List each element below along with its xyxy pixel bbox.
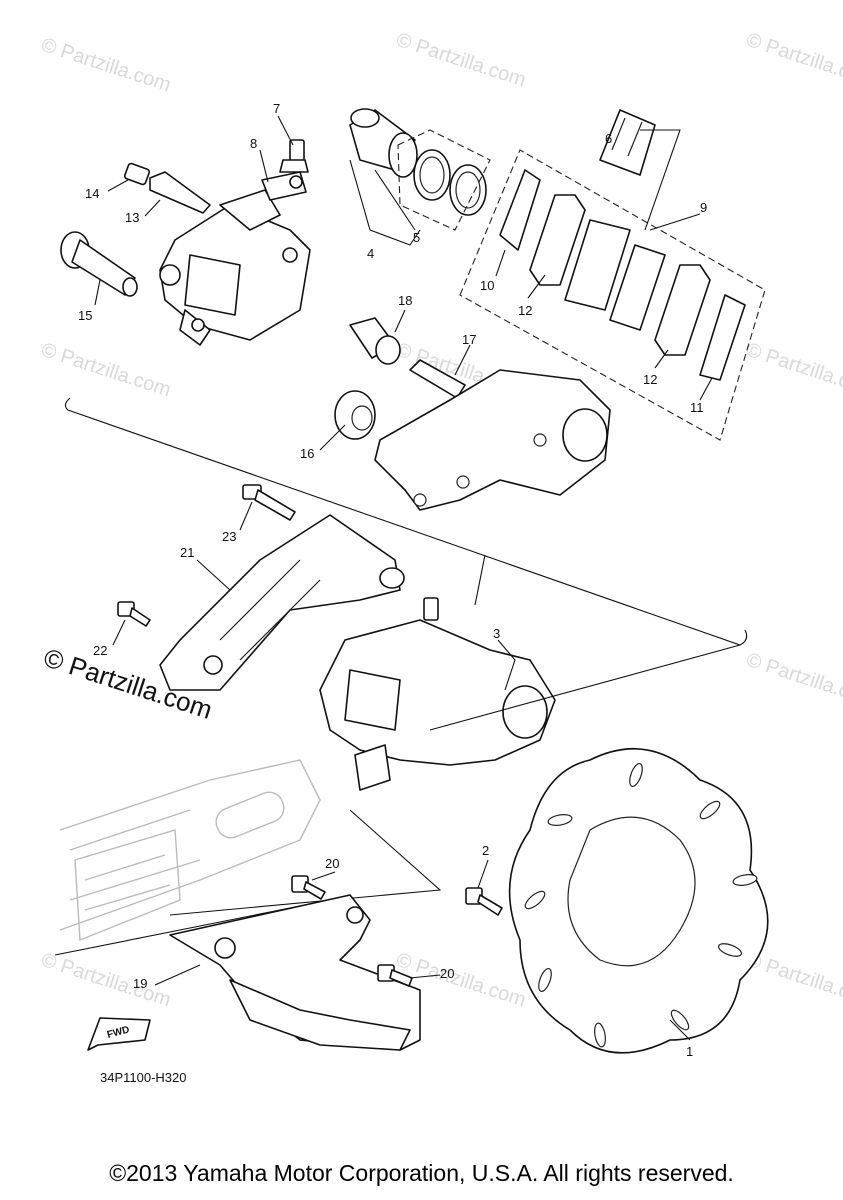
leader-4-5 <box>349 159 421 246</box>
callout-17: 17 <box>462 332 476 347</box>
shim-11 <box>699 294 746 381</box>
group-bracket <box>64 397 748 646</box>
caliper-assembly-3 <box>319 597 556 791</box>
watermark: © Partzilla.com <box>743 29 843 92</box>
watermark: © Partzilla.com <box>38 34 173 97</box>
callout-5: 5 <box>413 230 420 245</box>
watermark: © Partzilla.com <box>743 949 843 1012</box>
watermark: © Partzilla.com <box>38 339 173 402</box>
guard-bolt-20a <box>291 875 326 900</box>
fwd-arrow-icon: FWD <box>87 1017 151 1051</box>
caliper-bracket-exploded <box>374 369 611 511</box>
slide-pin-15 <box>60 231 138 297</box>
watermark: © Partzilla.com <box>38 949 173 1012</box>
brake-pad-12a <box>529 194 586 286</box>
callout-15: 15 <box>78 308 92 323</box>
plug-14 <box>123 162 151 186</box>
callout-1: 1 <box>686 1044 693 1059</box>
disc-bolt-2 <box>465 887 503 916</box>
callout-19: 19 <box>133 976 147 991</box>
copyright-footer: ©2013 Yamaha Motor Corporation, U.S.A. A… <box>109 1160 734 1186</box>
leader-lines <box>94 115 713 1041</box>
pad-spring-6 <box>599 109 656 176</box>
bleed-cap <box>261 171 307 201</box>
bolt-23 <box>242 484 296 521</box>
callout-6: 6 <box>605 131 612 146</box>
watermark: © Partzilla.com <box>743 339 843 402</box>
callout-14: 14 <box>85 186 99 201</box>
diagram-code: 34P1100-H320 <box>100 1070 187 1085</box>
callout-16: 16 <box>300 446 314 461</box>
callout-12b: 12 <box>643 372 657 387</box>
callout-3: 3 <box>493 626 500 641</box>
group-bracket-tick <box>474 554 486 606</box>
leader-6 <box>640 129 681 231</box>
collar-16 <box>334 390 376 440</box>
assembly-line <box>169 809 442 916</box>
brake-disc-1 <box>508 748 769 1054</box>
callout-21: 21 <box>180 545 194 560</box>
callout-20b: 20 <box>440 966 454 981</box>
callout-13: 13 <box>125 210 139 225</box>
disc-guard-19 <box>169 894 421 1051</box>
callout-9: 9 <box>700 200 707 215</box>
callouts: 7 8 14 13 15 4 5 6 9 10 12 12 11 18 17 1… <box>78 101 707 1059</box>
caliper-body-exploded <box>159 189 311 346</box>
callout-4: 4 <box>367 246 374 261</box>
callout-18: 18 <box>398 293 412 308</box>
swingarm-ghost <box>59 759 321 942</box>
bleed-screw <box>279 139 309 173</box>
diagram-canvas: © Partzilla.com © Partzilla.com © Partzi… <box>38 29 843 1085</box>
callout-12a: 12 <box>518 303 532 318</box>
piston-4 <box>349 108 418 178</box>
collar-18 <box>349 317 401 365</box>
callout-10: 10 <box>480 278 494 293</box>
pad-kit-frame <box>459 149 766 441</box>
callout-7: 7 <box>273 101 280 116</box>
callout-20a: 20 <box>325 856 339 871</box>
pin-13 <box>149 171 211 214</box>
watermark: © Partzilla.com <box>743 649 843 712</box>
bolt-17 <box>409 359 466 399</box>
callout-23: 23 <box>222 529 236 544</box>
brake-pad-12b <box>654 264 711 356</box>
callout-8: 8 <box>250 136 257 151</box>
piston-seal-5 <box>413 149 487 216</box>
callout-11: 11 <box>690 400 704 415</box>
guard-bracket-21 <box>159 514 405 691</box>
shim-10 <box>499 169 541 251</box>
callout-22: 22 <box>93 643 107 658</box>
callout-2: 2 <box>482 843 489 858</box>
bolt-22 <box>117 601 151 627</box>
pad-backing <box>564 219 666 331</box>
watermark: © Partzilla.com <box>393 29 528 92</box>
guard-bolt-20b <box>377 964 413 987</box>
